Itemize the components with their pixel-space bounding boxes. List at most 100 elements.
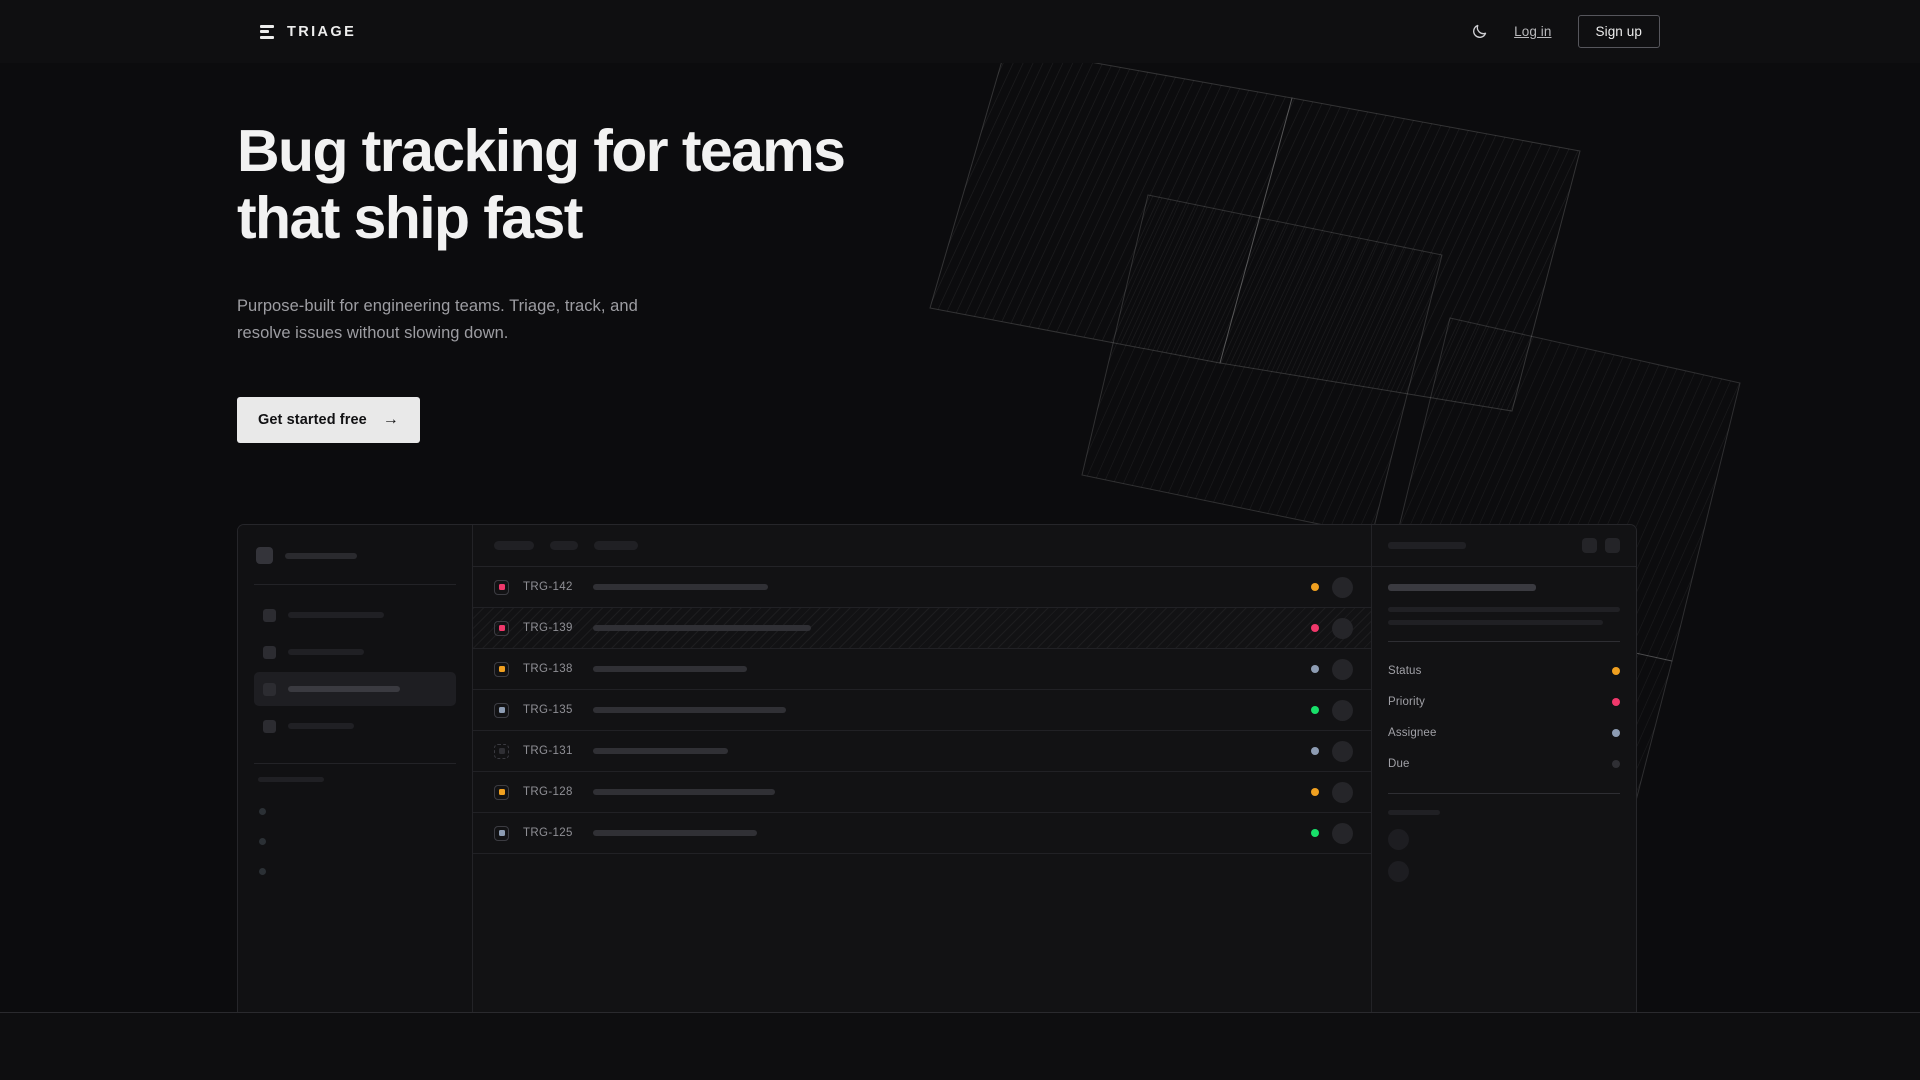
nav-actions: Log in Sign up <box>1471 15 1660 48</box>
avatar <box>1332 740 1353 762</box>
property-label: Due <box>1388 758 1410 770</box>
detail-body-line-1 <box>1388 607 1620 612</box>
sidebar-item-3-active[interactable] <box>254 672 456 706</box>
property-row[interactable]: Assignee <box>1388 718 1620 748</box>
hero-subhead: Purpose-built for engineering teams. Tri… <box>237 297 638 343</box>
issue-id: TRG-135 <box>523 704 573 716</box>
activity-avatar-2 <box>1388 861 1409 882</box>
issue-id: TRG-142 <box>523 581 573 593</box>
detail-divider-2 <box>1388 793 1620 794</box>
signup-button[interactable]: Sign up <box>1577 15 1660 48</box>
priority-high-icon <box>494 784 509 800</box>
property-row[interactable]: Status <box>1388 656 1620 686</box>
avatar <box>1332 617 1353 639</box>
table-row[interactable]: TRG-125 <box>473 813 1371 854</box>
priority-urgent-icon <box>494 620 509 636</box>
status-badge <box>1311 624 1319 632</box>
issue-list-toolbar <box>473 525 1371 567</box>
sidebar-item-4-label <box>288 723 354 729</box>
moon-icon[interactable] <box>1471 23 1488 40</box>
sidebar-item-2[interactable] <box>254 635 456 669</box>
issue-id: TRG-128 <box>523 786 573 798</box>
property-row[interactable]: Due <box>1388 749 1620 779</box>
sidebar-mini-item-1[interactable] <box>254 796 456 826</box>
sidebar-item-1-icon <box>263 608 276 622</box>
workspace-avatar-icon <box>256 547 273 564</box>
sidebar-item-3-label <box>288 686 400 692</box>
sidebar-item-1-label <box>288 612 384 618</box>
issue-title-placeholder <box>593 584 768 590</box>
sidebar-mini-dot-icon <box>259 867 266 875</box>
table-row[interactable]: TRG-135 <box>473 690 1371 731</box>
sidebar-mini-item-2[interactable] <box>254 826 456 856</box>
table-row[interactable]: TRG-138 <box>473 649 1371 690</box>
login-link[interactable]: Log in <box>1514 24 1552 39</box>
table-row[interactable]: TRG-128 <box>473 772 1371 813</box>
detail-body-line-2 <box>1388 620 1603 625</box>
issue-id: TRG-131 <box>523 745 573 757</box>
mockup-sidebar-workspace[interactable] <box>254 543 456 564</box>
toolbar-pill-1[interactable] <box>494 541 534 550</box>
property-label: Priority <box>1388 696 1425 708</box>
avatar <box>1332 658 1353 680</box>
avatar <box>1332 576 1353 598</box>
sidebar-section-label <box>258 777 452 782</box>
avatar <box>1332 822 1353 844</box>
issue-id: TRG-125 <box>523 827 573 839</box>
sidebar-divider-top <box>254 584 456 585</box>
issue-title-placeholder <box>593 789 775 795</box>
priority-medium-icon <box>494 825 509 841</box>
sidebar-item-3-icon <box>263 682 276 696</box>
sidebar-divider-bottom <box>254 763 456 764</box>
page-title: Bug tracking for teams that ship fast <box>237 118 846 251</box>
property-value-dot <box>1612 760 1620 768</box>
issue-title-placeholder <box>593 666 747 672</box>
issue-id: TRG-139 <box>523 622 573 634</box>
arrow-right-icon: → <box>382 410 399 428</box>
footer-section <box>0 1013 1920 1080</box>
property-row[interactable]: Priority <box>1388 687 1620 717</box>
get-started-button[interactable]: Get started free → <box>237 396 420 443</box>
issue-title-placeholder <box>593 625 811 631</box>
brand-logo[interactable]: TRIAGE <box>260 24 356 40</box>
property-label: Assignee <box>1388 727 1437 739</box>
detail-divider-1 <box>1388 641 1620 642</box>
priority-medium-icon <box>494 702 509 718</box>
detail-action-button-1[interactable] <box>1582 538 1597 553</box>
table-row[interactable]: TRG-142 <box>473 567 1371 608</box>
issue-title-placeholder <box>593 830 757 836</box>
nav-inner: TRIAGE Log in Sign up <box>260 15 1660 48</box>
sidebar-mini-item-3[interactable] <box>254 856 456 886</box>
toolbar-pill-2[interactable] <box>550 541 578 550</box>
sidebar-item-4-icon <box>263 719 276 733</box>
status-badge <box>1311 747 1319 755</box>
status-badge <box>1311 788 1319 796</box>
table-row[interactable]: TRG-131 <box>473 731 1371 772</box>
detail-action-button-2[interactable] <box>1605 538 1620 553</box>
sidebar-mini-dot-icon <box>259 837 266 845</box>
status-badge <box>1311 665 1319 673</box>
brand-name: TRIAGE <box>287 23 357 40</box>
activity-label-placeholder <box>1388 810 1440 815</box>
avatar <box>1332 781 1353 803</box>
mockup-sidebar <box>238 525 473 1013</box>
sidebar-item-4[interactable] <box>254 709 456 743</box>
property-value-dot <box>1612 698 1620 706</box>
status-badge <box>1311 706 1319 714</box>
toolbar-pill-3[interactable] <box>594 541 638 550</box>
sidebar-mini-dot-icon <box>259 807 266 815</box>
priority-urgent-icon <box>494 579 509 595</box>
detail-title-placeholder <box>1388 584 1536 591</box>
status-badge <box>1311 829 1319 837</box>
stacked-bars-logo-icon <box>260 24 274 40</box>
table-row[interactable]: TRG-139 <box>473 608 1371 649</box>
property-value-dot <box>1612 729 1620 737</box>
hero-content: Bug tracking for teams that ship fast Pu… <box>237 118 1137 443</box>
issue-id: TRG-138 <box>523 663 573 675</box>
sidebar-item-2-label <box>288 649 364 655</box>
sidebar-item-1[interactable] <box>254 598 456 632</box>
